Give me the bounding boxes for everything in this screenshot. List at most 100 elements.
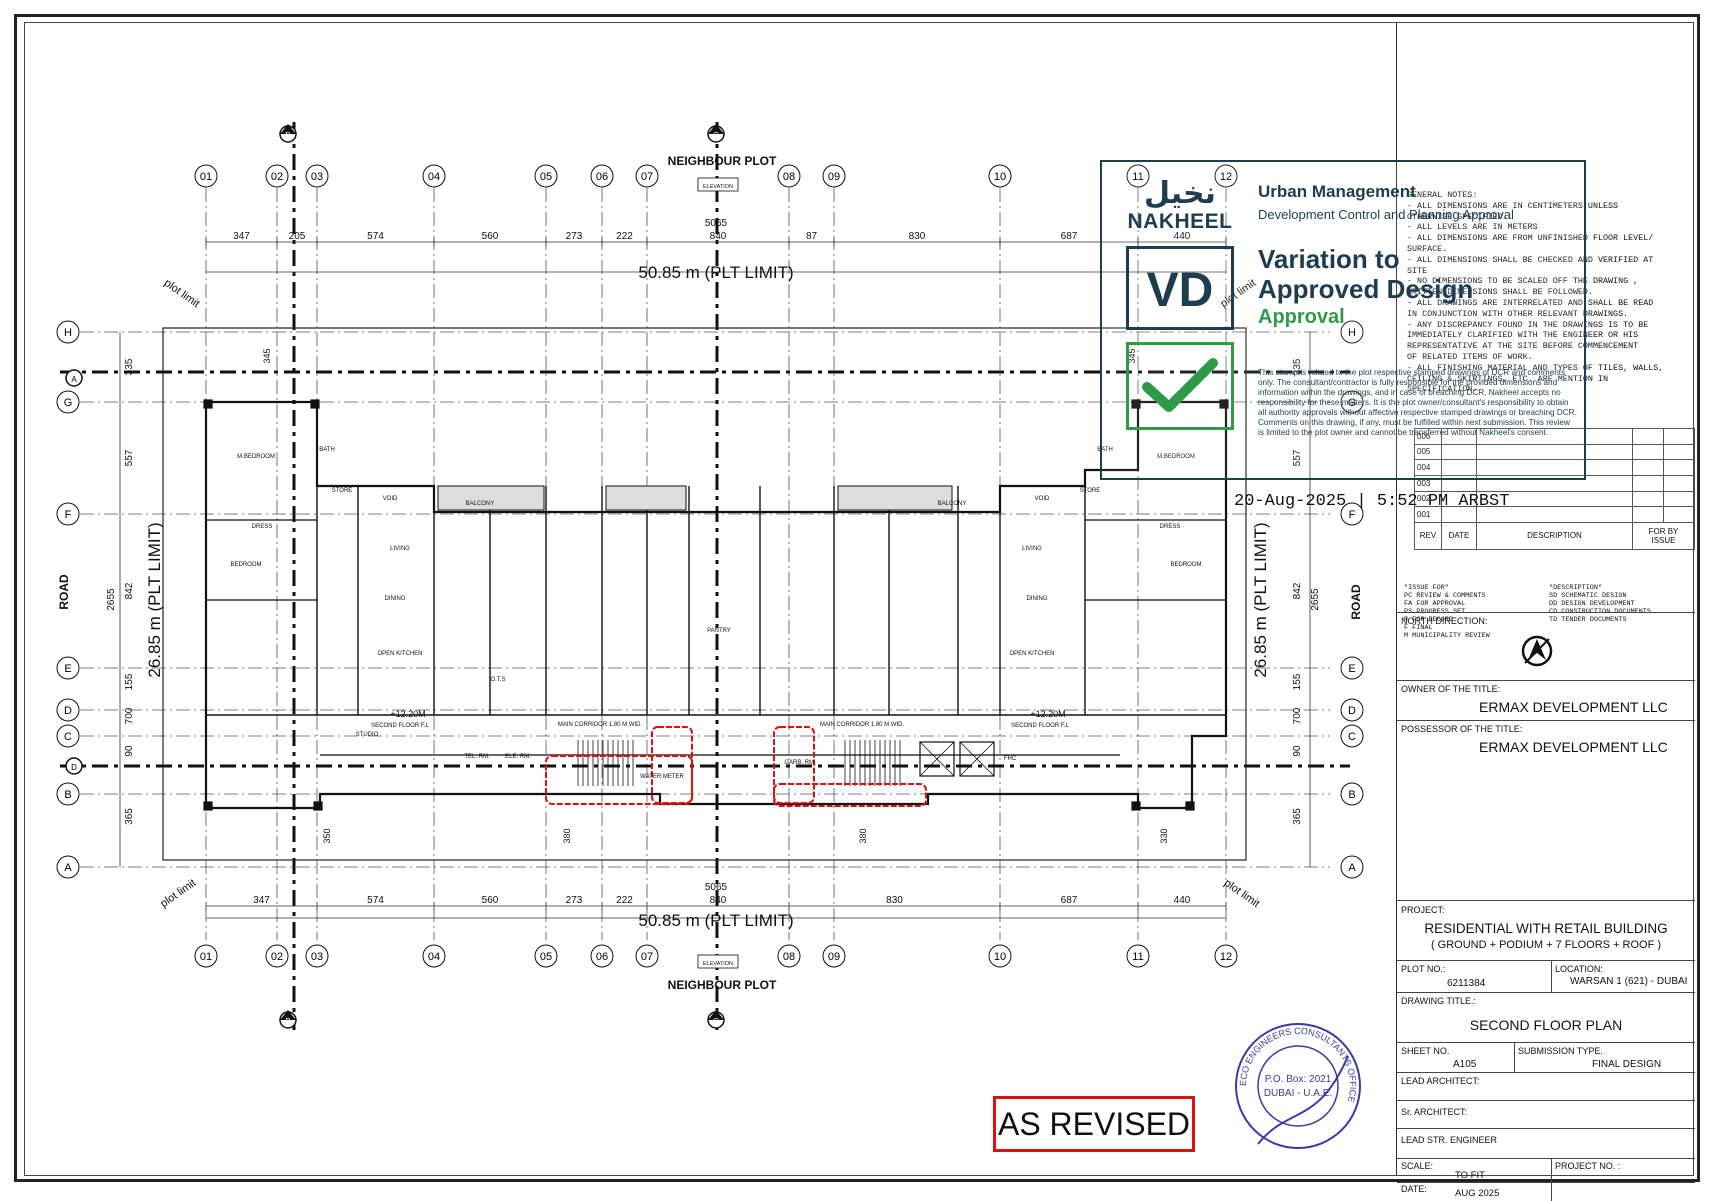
grid-bubble-column: 12 [1214,944,1238,968]
grid-bubble-column: 12 [1214,164,1238,188]
plot-limit-label: plot limit [158,877,198,910]
svg-text:155: 155 [124,673,135,690]
room-label: OPEN KITCHEN [377,651,422,657]
grid-bubble-column: 04 [422,164,446,188]
svg-text:F: F [1349,509,1356,521]
grid-bubble-column: 06 [590,944,614,968]
revision-row: 002 [1414,490,1695,508]
north-arrow-icon [1521,635,1553,667]
svg-text:07: 07 [641,951,653,963]
general-note-line: IMMEDIATELY CLARIFIED WITH THE ENGINEER … [1407,330,1639,341]
drawing-title-section: DRAWING TITLE.: SECOND FLOOR PLAN [1397,992,1695,1042]
svg-text:D: D [64,705,72,717]
svg-text:222: 222 [616,895,633,906]
grid-bubble-row: G [1340,390,1364,414]
svg-text:560: 560 [482,895,499,906]
grid-bubble-column: 10 [988,944,1012,968]
project-name: RESIDENTIAL WITH RETAIL BUILDING [1424,921,1668,936]
stamp-disclaimer: This stamp is related to the plot respec… [1258,368,1577,437]
section-marker-icon: C [707,1010,725,1029]
svg-text:08: 08 [783,951,795,963]
south-neighbour-label: NEIGHBOUR PLOT [668,978,777,992]
room-label: BALCONY [466,501,495,507]
room-label: DRESS [252,524,273,530]
svg-text:03: 03 [311,951,323,963]
svg-text:335: 335 [1292,358,1303,375]
svg-text:350: 350 [322,828,332,843]
grid-bubble-column: 07 [635,164,659,188]
grid-bubble-row: B [1340,782,1364,806]
grid-bubble-row: F [1340,502,1364,526]
general-note-line: - ALL DIMENSIONS SHALL BE CHECKED AND VE… [1407,254,1654,265]
svg-text:205: 205 [289,231,306,242]
approval-check-icon [1126,342,1234,430]
revision-row: 001 [1414,506,1695,523]
svg-text:345: 345 [262,348,272,363]
plot-depth-label: 26.85 m (PLT LIMIT) [145,522,164,677]
svg-text:5065: 5065 [705,882,728,893]
svg-text:06: 06 [596,951,608,963]
grid-bubble-row: H [56,320,80,344]
scale-value: TO FIT [1455,1170,1485,1181]
general-note-line: - ALL LEVELS ARE IN METERS [1407,222,1538,233]
floor-label-east: SECOND FLOOR F.L [1011,723,1069,729]
north-direction-section: NORTH DIRECTION: [1397,612,1695,680]
section-marker-icon: C [707,124,725,143]
svg-text:04: 04 [428,171,440,183]
svg-text:09: 09 [828,951,840,963]
svg-text:C: C [64,731,72,743]
svg-text:574: 574 [367,231,384,242]
svg-text:D: D [1348,705,1356,717]
svg-text:380: 380 [562,828,572,843]
grid-bubble-row: C [1340,724,1364,748]
plot-location-section: PLOT NO.: 6211384 LOCATION: WARSAN 1 (62… [1397,960,1695,993]
svg-text:H: H [64,327,72,339]
stamp-title: Variation to Approved Design [1258,244,1474,304]
sr-architect-section: Sr. ARCHITECT: [1397,1100,1695,1128]
room-label: M.BEDROOM [1157,454,1195,460]
room-label: M.BEDROOM [237,454,275,460]
grid-bubble-row: A [1340,855,1364,879]
nakheel-logo: نخيل NAKHEEL [1127,176,1233,234]
level-label: +12.20M [390,709,425,719]
grid-bubble-column: 07 [635,944,659,968]
grid-bubble-column: 04 [422,944,446,968]
grid-bubble-row: B [56,782,80,806]
svg-text:11: 11 [1132,171,1143,183]
project-section: PROJECT: RESIDENTIAL WITH RETAIL BUILDIN… [1397,900,1695,960]
room-label: DINING [385,596,406,602]
svg-text:687: 687 [1061,895,1078,906]
grid-bubble-row: F [56,502,80,526]
plot-width-label: 50.85 m (PLT LIMIT) [638,263,793,282]
room-label: GARB. RM. [784,760,816,766]
grid-bubble-column: 01 [194,164,218,188]
svg-text:03: 03 [311,171,323,183]
svg-text:574: 574 [367,895,384,906]
sheet-number: A105 [1453,1059,1477,1070]
general-note-line: - ALL DRAWINGS ARE INTERRELATED AND SHAL… [1407,297,1654,308]
general-note-line: - ANY DISCREPANCY FOUND IN THE DRAWINGS … [1407,319,1649,330]
general-note-line: OF RELATED ITEMS OF WORK. [1407,351,1533,362]
svg-text:365: 365 [124,808,135,825]
general-note-line: SURFACE. [1407,243,1448,254]
svg-text:2655: 2655 [1310,588,1321,611]
general-note-line: - ALL DIMENSIONS ARE IN CENTIMETERS UNLE… [1407,200,1619,211]
possessor-section: POSSESSOR OF THE TITLE: ERMAX DEVELOPMEN… [1397,720,1695,780]
svg-text:380: 380 [858,828,868,843]
svg-text:840: 840 [710,231,727,242]
svg-text:A: A [64,862,72,874]
stamp-status: Approval [1258,306,1345,328]
svg-text:F: F [65,509,72,521]
room-label: PANTRY [707,628,731,634]
title-block: GENERAL NOTES: - ALL DIMENSIONS ARE IN C… [1396,22,1695,1201]
svg-text:5065: 5065 [705,218,728,229]
grid-bubble-column: 10 [988,164,1012,188]
svg-text:05: 05 [540,171,552,183]
room-label: DINING [1027,596,1048,602]
grid-bubble-row: D [56,698,80,722]
general-note-line: - NO DIMENSIONS TO BE SCALED OFF THE DRA… [1407,276,1639,287]
svg-text:830: 830 [909,231,926,242]
